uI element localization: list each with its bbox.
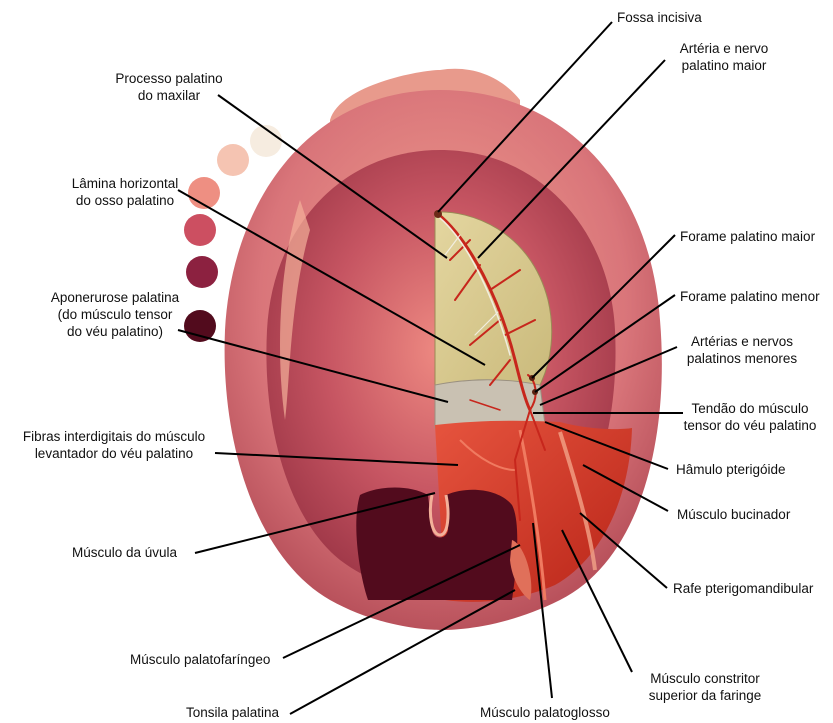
label-palatoglosso: Músculo palatoglosso bbox=[480, 704, 610, 721]
label-tendao-tensor: Tendão do músculo tensor do véu palatino bbox=[670, 400, 830, 434]
swatch-4 bbox=[184, 214, 216, 246]
label-constritor: Músculo constritor superior da faringe bbox=[630, 670, 780, 704]
label-hamulo: Hâmulo pterigóide bbox=[676, 461, 786, 478]
label-aponeurose: Aponerurose palatina (do músculo tensor … bbox=[40, 289, 190, 340]
label-rafe: Rafe pterigomandibular bbox=[673, 580, 813, 597]
label-bucinador: Músculo bucinador bbox=[677, 506, 790, 523]
label-fibras-levantador: Fibras interdigitais do músculo levantad… bbox=[0, 428, 228, 462]
label-tonsila: Tonsila palatina bbox=[186, 704, 279, 721]
label-palatofaringeo: Músculo palatofaríngeo bbox=[130, 651, 270, 668]
label-arterias-nervos-menores: Artérias e nervos palatinos menores bbox=[672, 333, 812, 367]
label-processo-palatino: Processo palatino do maxilar bbox=[104, 70, 234, 104]
label-uvula: Músculo da úvula bbox=[72, 544, 177, 561]
swatch-2 bbox=[217, 144, 249, 176]
label-lamina-horizontal: Lâmina horizontal do osso palatino bbox=[60, 175, 190, 209]
label-forame-palatino-menor: Forame palatino menor bbox=[680, 288, 820, 305]
label-fossa-incisiva: Fossa incisiva bbox=[617, 9, 702, 26]
swatch-5 bbox=[186, 256, 218, 288]
label-arteria-nervo-palatino-maior: Artéria e nervo palatino maior bbox=[664, 40, 784, 74]
label-forame-palatino-maior: Forame palatino maior bbox=[680, 228, 815, 245]
